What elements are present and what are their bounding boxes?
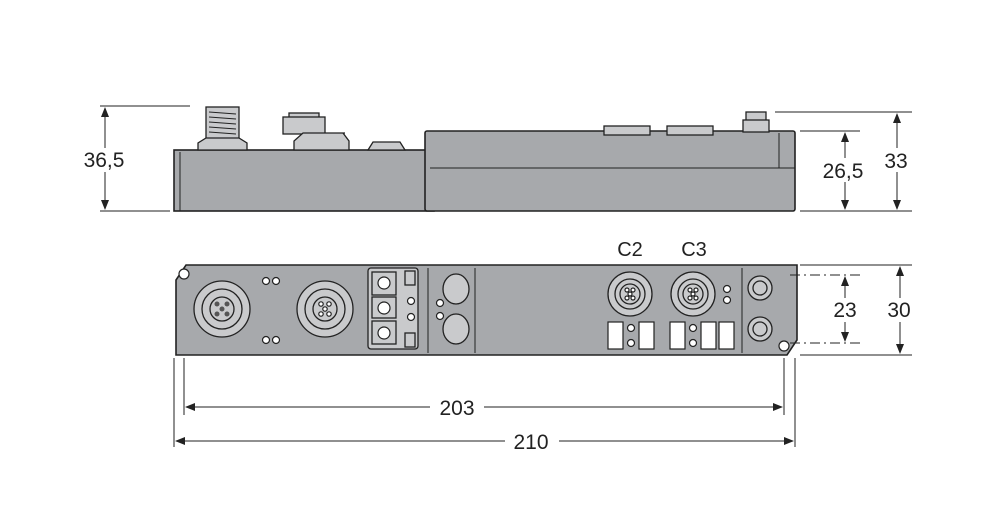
m12-connector-power bbox=[193, 280, 251, 338]
connector-label-c2: C2 bbox=[617, 239, 643, 261]
dim-hole-distance: 203 bbox=[183, 358, 785, 420]
dim-label: 36,5 bbox=[84, 149, 125, 172]
led-group bbox=[261, 276, 281, 345]
dim-label: 26,5 bbox=[823, 160, 864, 183]
side-housing-left bbox=[173, 149, 435, 212]
bus-leds bbox=[435, 298, 445, 321]
dim-total-height: 36,5 bbox=[84, 105, 190, 212]
connector-label-c3: C3 bbox=[681, 239, 707, 261]
bottom-view: C2 C3 bbox=[175, 239, 798, 356]
switch-panel bbox=[367, 267, 419, 350]
m8-connector-side bbox=[742, 111, 770, 133]
bump bbox=[366, 141, 407, 151]
side-view bbox=[173, 106, 796, 212]
c2-connector bbox=[607, 271, 653, 317]
dim-label: 23 bbox=[833, 299, 856, 322]
c3-connector-side bbox=[666, 125, 714, 136]
dim-label: 210 bbox=[513, 431, 548, 454]
dim-connector-height: 33 bbox=[775, 111, 912, 210]
m12-connector-side bbox=[197, 106, 248, 151]
m8-connectors bbox=[747, 275, 773, 342]
dim-body-height: 26,5 bbox=[800, 130, 912, 212]
dim-mount-spacing: 23 bbox=[790, 274, 860, 344]
m12-connector-side-2 bbox=[282, 112, 350, 151]
dim-width: 30 bbox=[800, 264, 912, 356]
c2-connector-side bbox=[603, 125, 651, 136]
dim-label: 33 bbox=[884, 150, 907, 173]
dim-label: 30 bbox=[887, 299, 910, 322]
mount-hole-left bbox=[178, 268, 190, 280]
dim-label: 203 bbox=[439, 397, 474, 420]
label-windows bbox=[607, 284, 735, 350]
c3-connector bbox=[670, 271, 716, 317]
dim-length: 210 bbox=[173, 358, 796, 454]
side-housing-right bbox=[424, 130, 796, 212]
blind-caps bbox=[442, 273, 470, 345]
m12-connector-power-out bbox=[296, 280, 354, 338]
mount-hole-right bbox=[778, 340, 790, 352]
